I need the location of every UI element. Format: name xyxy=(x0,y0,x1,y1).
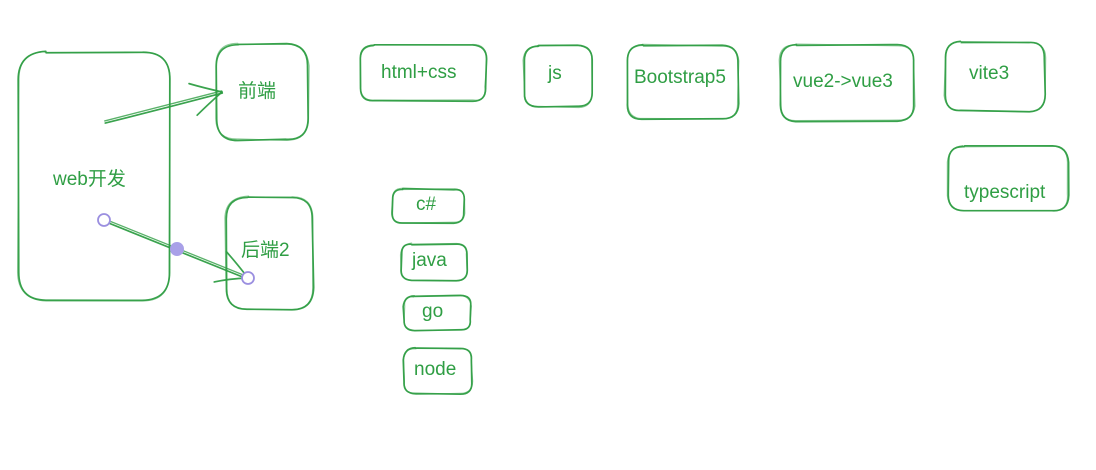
node-label-js: js xyxy=(548,63,562,84)
node-label-vue2-vue3: vue2->vue3 xyxy=(793,71,893,92)
node-outline-sketch-pass xyxy=(778,43,916,122)
connector-arrow-web-to-qianduan[interactable] xyxy=(104,82,224,124)
node-outline-sketch-pass xyxy=(399,242,468,282)
node-box-go[interactable] xyxy=(402,294,472,332)
node-outline-sketch-pass xyxy=(215,42,310,141)
node-outline-sketch-pass xyxy=(946,145,1069,212)
node-label-typescript: typescript xyxy=(964,182,1046,203)
node-label-node: node xyxy=(414,359,457,380)
node-outline-sketch-pass xyxy=(224,195,314,311)
node-label-go: go xyxy=(422,301,444,322)
node-label-vite3: vite3 xyxy=(969,63,1010,84)
node-box-bootstrap5[interactable] xyxy=(626,43,740,121)
node-box-js[interactable] xyxy=(522,44,594,109)
connector-shaft xyxy=(104,92,224,124)
node-outline-sketch-pass xyxy=(359,43,488,101)
node-box-typescript[interactable] xyxy=(946,144,1070,212)
node-label-html-css: html+css xyxy=(381,62,457,83)
node-label-web-kaifa: web开发 xyxy=(53,169,126,190)
node-box-vue2-vue3[interactable] xyxy=(778,43,916,123)
node-box-node[interactable] xyxy=(402,346,474,396)
connector-arrowhead-barb-1 xyxy=(196,91,223,117)
node-box-html-css[interactable] xyxy=(359,43,488,103)
node-box-vite3[interactable] xyxy=(943,40,1047,113)
node-box-houduan2[interactable] xyxy=(224,195,315,311)
node-label-qianduan: 前端 xyxy=(238,81,277,102)
node-label-java: java xyxy=(412,250,447,271)
connector-end-handle[interactable] xyxy=(241,271,255,285)
connector-midpoint-handle[interactable] xyxy=(170,242,184,256)
node-outline-sketch-pass xyxy=(16,51,171,302)
node-outline-sketch-pass xyxy=(391,187,466,224)
node-label-csharp: c# xyxy=(416,194,437,215)
node-label-houduan2: 后端2 xyxy=(241,240,290,261)
connector-arrowhead-barb-0 xyxy=(188,82,223,93)
node-outline-sketch-pass xyxy=(943,41,1047,113)
node-box-java[interactable] xyxy=(399,242,469,282)
node-outline-sketch-pass xyxy=(403,294,472,331)
connector-shaft xyxy=(104,90,223,122)
connector-start-handle[interactable] xyxy=(97,213,111,227)
node-outline-sketch-pass xyxy=(403,347,474,396)
node-box-csharp[interactable] xyxy=(391,187,466,225)
node-box-qianduan[interactable] xyxy=(215,42,310,142)
node-label-bootstrap5: Bootstrap5 xyxy=(634,67,726,88)
node-box-web-kaifa[interactable] xyxy=(16,50,171,302)
node-outline-sketch-pass xyxy=(626,43,740,120)
node-outline-sketch-pass xyxy=(522,44,593,109)
